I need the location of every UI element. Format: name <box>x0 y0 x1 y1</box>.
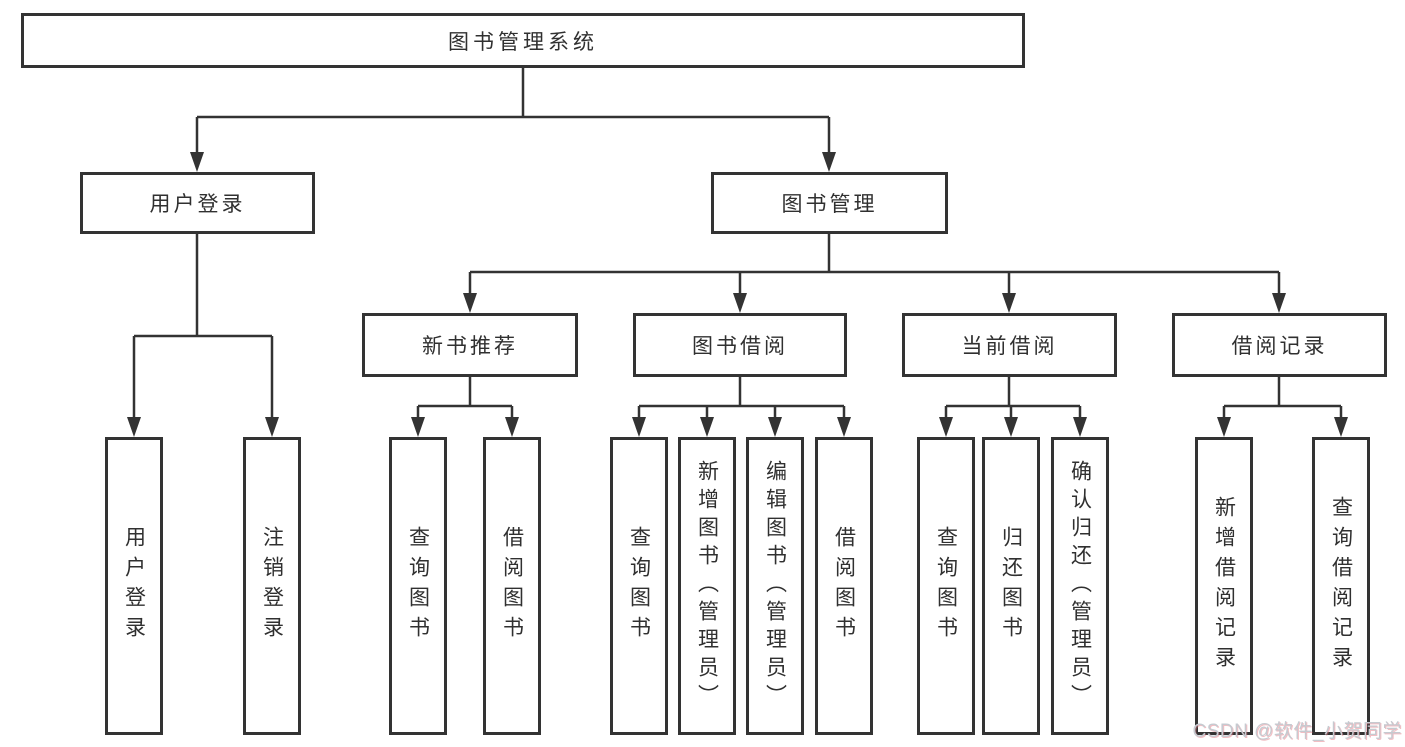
leaf-label: 确认归还（管理员） <box>1068 460 1092 712</box>
node-library-management-system: 图书管理系统 <box>21 13 1025 68</box>
leaf-logout: 注销登录 <box>243 437 301 735</box>
leaf-borrow-book: 借阅图书 <box>815 437 873 735</box>
node-new-book-recommend: 新书推荐 <box>362 313 578 377</box>
leaf-label: 注销登录 <box>260 526 284 646</box>
csdn-watermark: CSDN @软件_小贺同学 <box>1192 721 1402 742</box>
leaf-query-borrow-record: 查询借阅记录 <box>1312 437 1370 735</box>
leaf-label: 查询借阅记录 <box>1329 496 1353 676</box>
leaf-user-login: 用户登录 <box>105 437 163 735</box>
leaf-label: 新增图书（管理员） <box>695 460 719 712</box>
node-label: 图书借阅 <box>692 335 788 358</box>
arrowheads <box>127 152 1348 437</box>
leaf-return-book: 归还图书 <box>982 437 1040 735</box>
leaf-edit-book-admin: 编辑图书（管理员） <box>746 437 804 735</box>
leaf-confirm-return-admin: 确认归还（管理员） <box>1051 437 1109 735</box>
leaf-add-borrow-record: 新增借阅记录 <box>1195 437 1253 735</box>
leaf-label: 查询图书 <box>934 526 958 646</box>
leaf-label: 新增借阅记录 <box>1212 496 1236 676</box>
node-current-borrow: 当前借阅 <box>902 313 1117 377</box>
leaf-label: 编辑图书（管理员） <box>763 460 787 712</box>
leaf-label: 归还图书 <box>999 526 1023 646</box>
leaf-query-book-current: 查询图书 <box>917 437 975 735</box>
node-book-management: 图书管理 <box>711 172 948 234</box>
node-book-borrow: 图书借阅 <box>633 313 847 377</box>
node-label: 新书推荐 <box>422 335 518 358</box>
leaf-label: 借阅图书 <box>500 526 524 646</box>
node-label: 用户登录 <box>149 193 246 216</box>
leaf-label: 用户登录 <box>122 526 146 646</box>
leaf-add-book-admin: 新增图书（管理员） <box>678 437 736 735</box>
leaf-query-book-recommend: 查询图书 <box>389 437 447 735</box>
leaf-query-book-borrow: 查询图书 <box>610 437 668 735</box>
leaf-label: 借阅图书 <box>832 526 856 646</box>
node-borrow-record: 借阅记录 <box>1172 313 1387 377</box>
leaf-label: 查询图书 <box>406 526 430 646</box>
node-label: 图书管理系统 <box>448 30 598 54</box>
leaf-borrow-book-recommend: 借阅图书 <box>483 437 541 735</box>
node-label: 当前借阅 <box>961 335 1058 358</box>
node-label: 图书管理 <box>781 193 878 216</box>
node-label: 借阅记录 <box>1231 335 1328 358</box>
leaf-label: 查询图书 <box>627 526 651 646</box>
node-user-login: 用户登录 <box>80 172 315 234</box>
